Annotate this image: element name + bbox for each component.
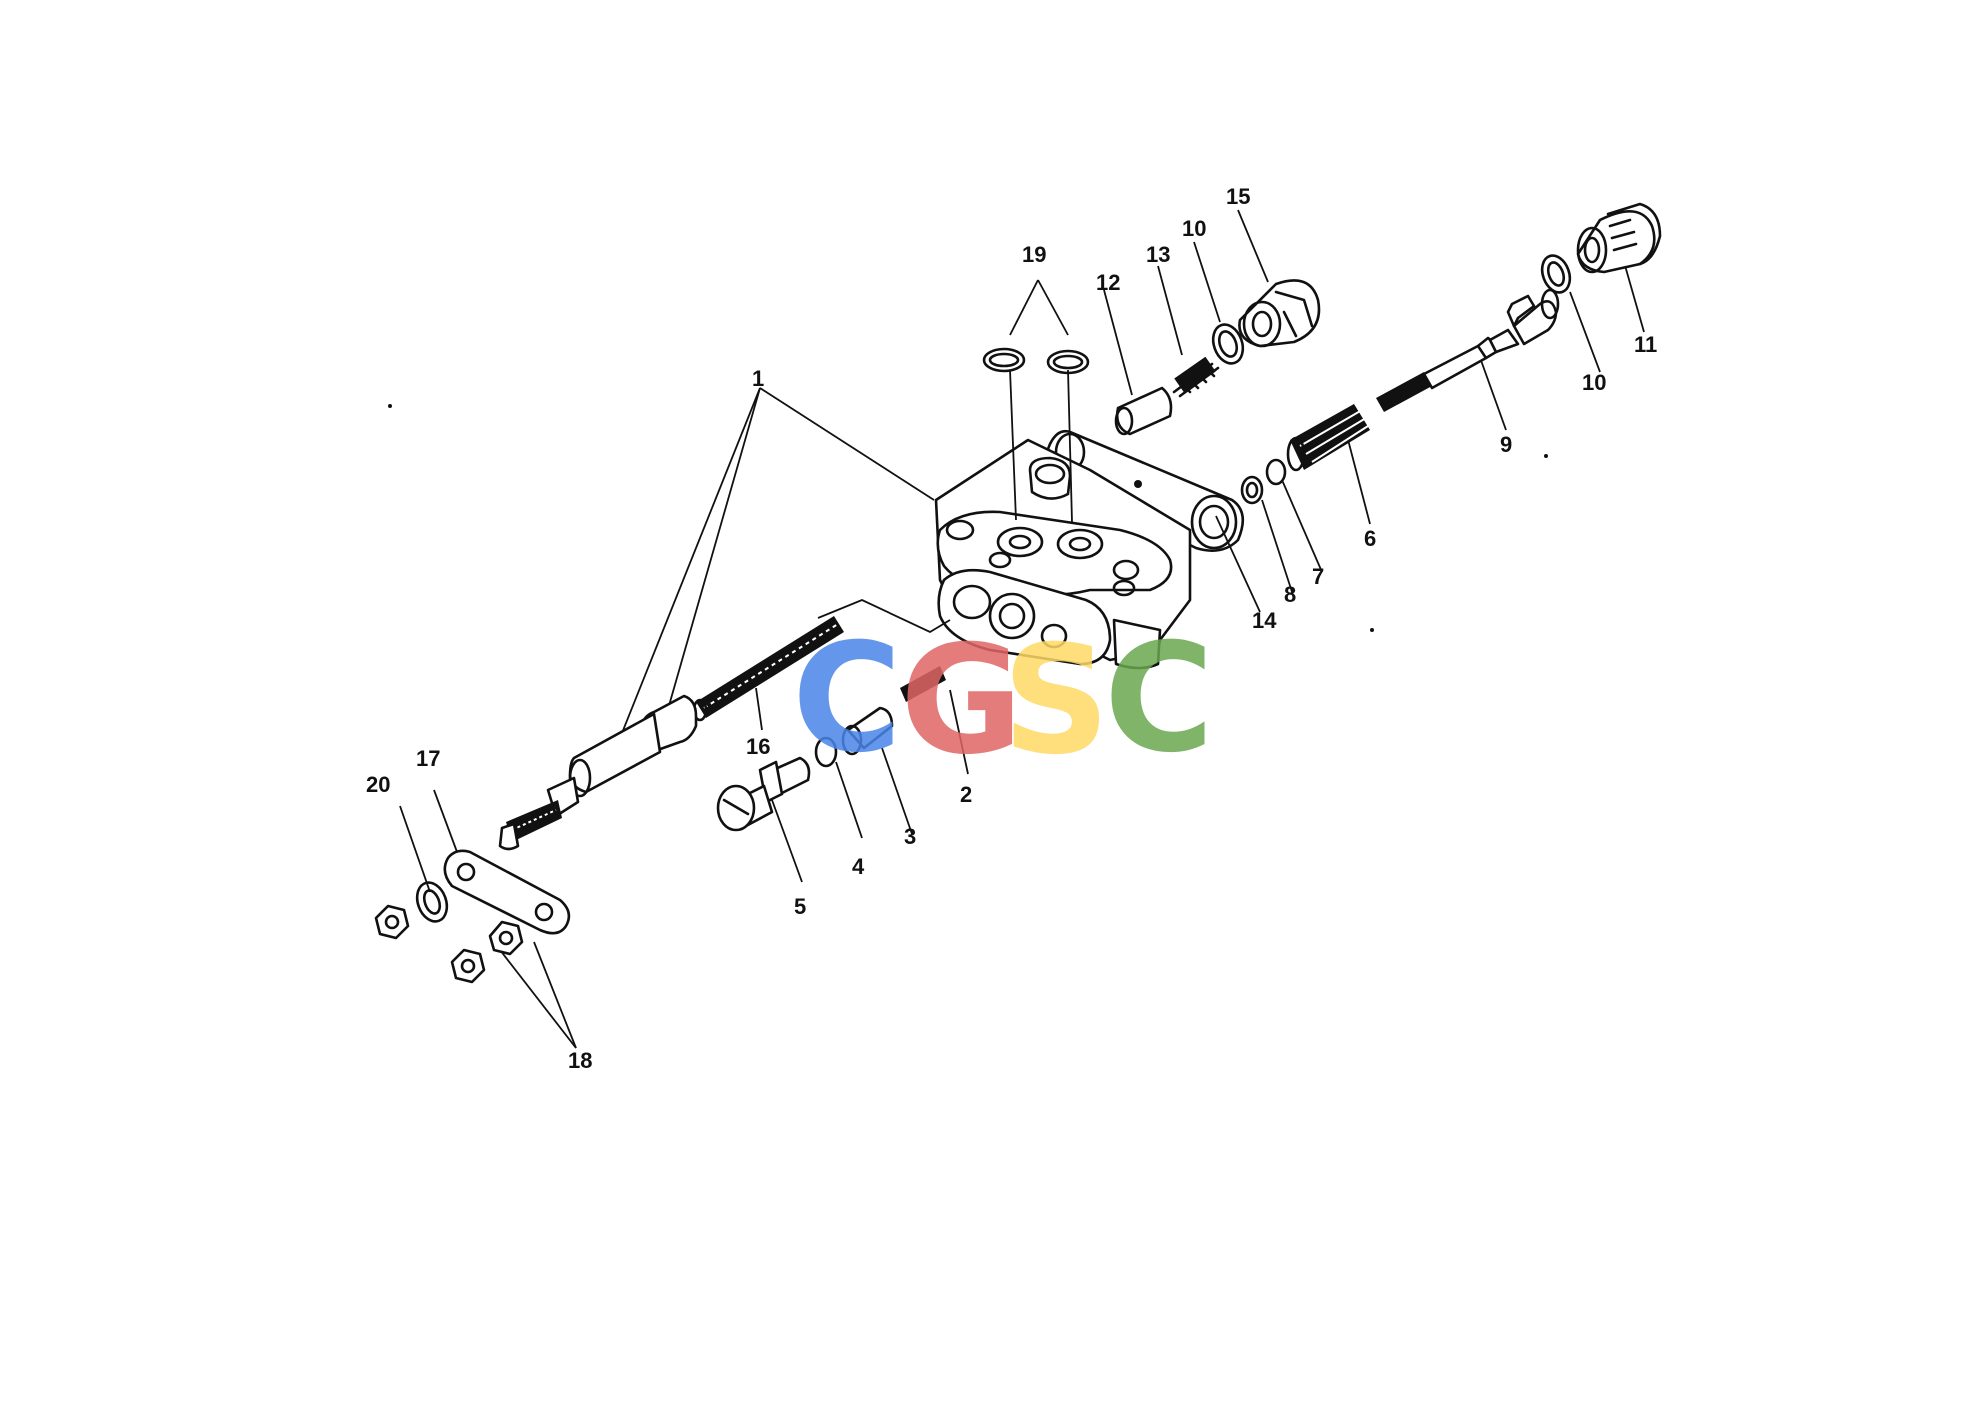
nut-18-a bbox=[450, 948, 486, 984]
spring-6 bbox=[1286, 404, 1370, 472]
watermark: C G S C bbox=[792, 612, 1214, 788]
watermark-letter-g: G bbox=[900, 614, 1023, 788]
callout-3: 3 bbox=[904, 824, 916, 849]
plug-11 bbox=[1576, 202, 1662, 274]
watermark-letter-c1: C bbox=[792, 612, 902, 786]
o-ring-19-b bbox=[1046, 349, 1090, 375]
callout-12: 12 bbox=[1096, 270, 1120, 295]
ring-14 bbox=[1198, 504, 1230, 540]
callout-10-upper: 10 bbox=[1182, 216, 1206, 241]
callout-1: 1 bbox=[752, 366, 764, 391]
callout-6: 6 bbox=[1364, 526, 1376, 551]
leader-lines bbox=[399, 209, 1645, 1049]
nut-18-b bbox=[488, 920, 524, 956]
plunger-12 bbox=[1114, 386, 1173, 436]
plug-15 bbox=[1238, 279, 1321, 348]
callout-15: 15 bbox=[1226, 184, 1250, 209]
callout-4: 4 bbox=[852, 854, 865, 879]
spring-13 bbox=[1172, 356, 1220, 398]
link-plate-17 bbox=[443, 849, 571, 935]
washer-10-left bbox=[1211, 323, 1245, 365]
watermark-letter-c2: C bbox=[1104, 612, 1214, 786]
valve-stem-9 bbox=[1376, 288, 1560, 412]
sleeve-3 bbox=[841, 706, 894, 756]
callout-14: 14 bbox=[1252, 608, 1277, 633]
ring-7 bbox=[1265, 458, 1287, 486]
callout-13: 13 bbox=[1146, 242, 1170, 267]
washer-10-right bbox=[1540, 254, 1572, 294]
callout-8: 8 bbox=[1284, 582, 1296, 607]
callout-7: 7 bbox=[1312, 564, 1324, 589]
washer-20 bbox=[415, 881, 449, 923]
shaft-1 bbox=[498, 694, 698, 851]
callout-19: 19 bbox=[1022, 242, 1046, 267]
nut-left bbox=[374, 904, 410, 940]
callout-11: 11 bbox=[1634, 332, 1657, 357]
watermark-letter-s: S bbox=[1002, 614, 1110, 788]
callout-16: 16 bbox=[746, 734, 770, 759]
ring-4 bbox=[814, 736, 838, 768]
callout-18: 18 bbox=[568, 1048, 592, 1073]
callout-20: 20 bbox=[366, 772, 390, 797]
pin-2 bbox=[900, 666, 946, 702]
callout-2: 2 bbox=[960, 782, 972, 807]
valve-housing bbox=[934, 429, 1245, 670]
callout-labels: 1 2 3 4 5 6 7 8 9 10 10 11 12 13 14 15 1… bbox=[366, 184, 1657, 1073]
callout-10-right: 10 bbox=[1582, 370, 1606, 395]
callout-5: 5 bbox=[794, 894, 806, 919]
callout-9: 9 bbox=[1500, 432, 1512, 457]
ring-8 bbox=[1240, 475, 1264, 505]
bolt-5 bbox=[716, 756, 811, 832]
callout-17: 17 bbox=[416, 746, 440, 771]
o-ring-19-a bbox=[982, 347, 1026, 373]
